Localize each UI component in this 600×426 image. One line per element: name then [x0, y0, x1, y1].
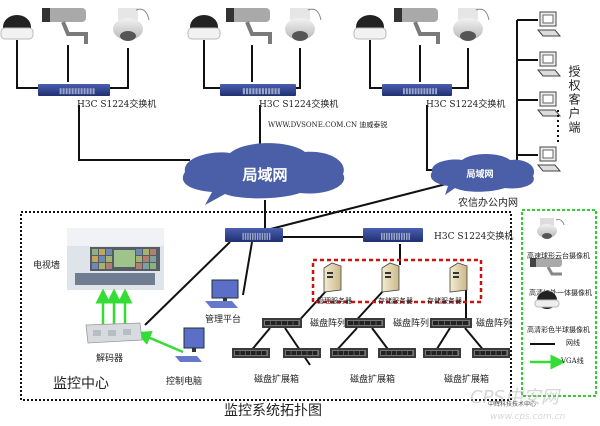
- server-label-2: 存储服务器: [378, 297, 413, 305]
- lan-cloud-main: 局域网: [182, 143, 345, 205]
- tv-screen: [92, 249, 98, 255]
- legend-label-dome: 高清彩色半球摄像机: [527, 326, 590, 334]
- switch-device: [220, 84, 296, 96]
- tv-screen: [136, 263, 142, 269]
- tv-wall-label: 电视墙: [33, 261, 61, 271]
- dome-camera-icon: [0, 15, 34, 40]
- control-pc-label: 控制电脑: [166, 377, 203, 387]
- server-group-frame: [311, 258, 483, 304]
- ptz-dome-camera-icon: [453, 8, 490, 41]
- legend-frame: [521, 209, 597, 397]
- lan-cloud-office-label: 局域网: [466, 168, 493, 180]
- monitor-center-frame: [20, 211, 512, 401]
- tv-screen: [150, 263, 156, 269]
- server-icon: [381, 262, 400, 293]
- client-pc-icon: [536, 91, 562, 117]
- tv-screen: [99, 249, 105, 255]
- vga-arrows: [95, 288, 184, 354]
- tv-screen: [92, 256, 98, 262]
- server-icon: [449, 262, 468, 293]
- legend-label-bullet: 高清红外一体摄像机: [529, 289, 592, 297]
- disk-expansion-icon: [283, 348, 321, 358]
- disk-expansion-icon: [472, 348, 510, 358]
- tv-screen: [143, 249, 149, 255]
- watermark-brand: CPS中安网: [470, 387, 559, 408]
- ptz-dome-camera-icon: [285, 8, 322, 41]
- mgmt-platform-device: [205, 279, 239, 308]
- authorized-clients-label: 授权客户端: [567, 65, 581, 135]
- disk-array-label-2: 磁盘阵列: [393, 319, 430, 329]
- tv-screen: [150, 249, 156, 255]
- disk-expansion-icon: [378, 348, 416, 358]
- switch-label-2: H3C S1224交换机: [259, 100, 339, 110]
- switch-device: [225, 228, 283, 242]
- tv-screen: [99, 256, 105, 262]
- disk-expansion-icon: [423, 348, 461, 358]
- client-pc-icon: [536, 11, 562, 37]
- disk-array-label-3: 磁盘阵列: [476, 319, 513, 329]
- switch-device: [382, 84, 452, 96]
- switch-device: [38, 84, 110, 96]
- tv-screen: [106, 263, 112, 269]
- legend-label-vga: VGA线: [561, 357, 584, 365]
- disk-array-label-1: 磁盘阵列: [310, 319, 347, 329]
- tv-screen-main: [114, 250, 135, 267]
- office-network-label: 农信办公内网: [458, 198, 518, 209]
- tv-screen: [143, 256, 149, 262]
- tv-screen: [106, 256, 112, 262]
- watermark-site: www.cps.com.cn: [490, 412, 566, 422]
- server-label-3: 存储服务器: [427, 297, 462, 305]
- bullet-camera-icon: [530, 258, 562, 276]
- tv-screen: [136, 256, 142, 262]
- lan-cloud-office: 局域网: [430, 154, 535, 195]
- expansion-label-1: 磁盘扩展箱: [254, 375, 300, 385]
- tv-screen: [99, 263, 105, 269]
- diagram-title: 监控系统拓扑图: [224, 403, 322, 419]
- bullet-camera-icon: [394, 8, 440, 44]
- monitor-center-label: 监控中心: [53, 376, 109, 392]
- switch-device: [363, 228, 423, 242]
- disk-expansion-icon: [330, 348, 368, 358]
- tv-screen: [106, 249, 112, 255]
- client-pc-icon: [536, 146, 562, 172]
- switch-label-1: H3C S1224交换机: [77, 100, 157, 110]
- bullet-camera-icon: [42, 8, 88, 44]
- camera-group-1: [0, 8, 150, 89]
- disk-array-icon: [262, 318, 302, 328]
- decoder-device: [85, 322, 143, 344]
- client-pc-icon: [536, 51, 562, 77]
- camera-group-3: [353, 8, 490, 89]
- legend-label-cable: 网线: [566, 339, 580, 347]
- dome-camera-icon: [534, 291, 560, 309]
- expansion-label-2: 磁盘扩展箱: [350, 375, 396, 385]
- website-label: WWW.DVSONE.COM.CN 迪威泰锐: [268, 121, 388, 129]
- expansion-label-3: 磁盘扩展箱: [444, 375, 490, 385]
- center-switch-label: H3C S1224交换机: [434, 232, 514, 242]
- server-label-1: 管理服务器: [317, 297, 352, 305]
- disk-array-icon: [345, 318, 385, 328]
- legend-label-ptz: 高速球形云台摄像机: [527, 252, 590, 260]
- legend-icons: [530, 218, 566, 370]
- dome-camera-icon: [187, 15, 221, 40]
- ptz-dome-camera-icon: [537, 218, 565, 239]
- ptz-dome-camera-icon: [113, 8, 150, 41]
- mgmt-platform-label: 管理平台: [205, 315, 242, 325]
- tv-screen: [92, 263, 98, 269]
- tv-wall: [67, 228, 164, 290]
- tv-screen: [136, 249, 142, 255]
- disk-array-icon: [430, 318, 472, 328]
- tv-screen: [143, 263, 149, 269]
- camera-group-2: [187, 8, 322, 89]
- lan-cloud-label: 局域网: [241, 166, 287, 184]
- server-icon: [323, 262, 342, 293]
- switch-label-3: H3C S1224交换机: [426, 100, 506, 110]
- control-pc-device: [175, 327, 205, 362]
- tv-screen: [150, 256, 156, 262]
- watermark-center: 中辉科技技术中心: [488, 401, 537, 408]
- disk-expansion-icon: [232, 348, 270, 358]
- dome-camera-icon: [353, 15, 387, 40]
- bullet-camera-icon: [226, 8, 272, 44]
- decoder-label: 解码器: [96, 354, 124, 364]
